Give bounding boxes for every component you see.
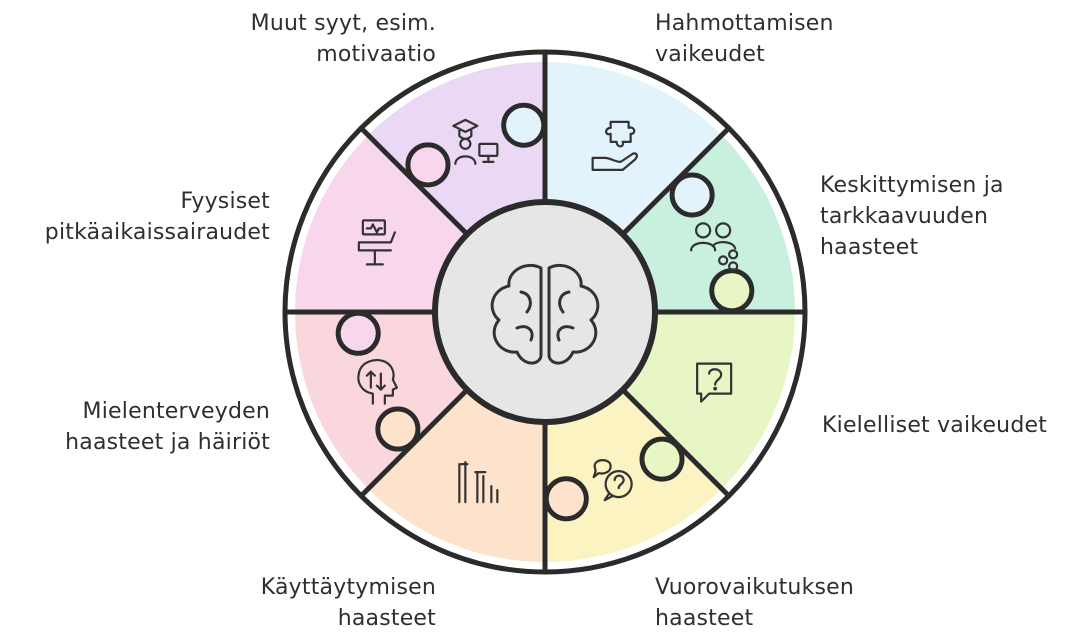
medical-bed-icon bbox=[357, 219, 396, 266]
segment-muut bbox=[368, 61, 545, 235]
puzzle-hand-icon bbox=[591, 120, 638, 171]
segment-kielelliset bbox=[622, 312, 795, 489]
question-bubble-icon bbox=[696, 362, 733, 403]
segment-fyysiset bbox=[295, 135, 468, 312]
center-hub bbox=[432, 199, 658, 425]
chat-question-icon bbox=[592, 459, 633, 502]
brain-icon bbox=[490, 263, 600, 365]
segment-mielenterveys bbox=[295, 312, 468, 489]
segment-hahmottaminen bbox=[545, 62, 722, 235]
graduate-computer-icon bbox=[452, 118, 499, 165]
bars-icon bbox=[458, 461, 499, 504]
label-kielelliset: Kielelliset vaikeudet bbox=[822, 413, 1048, 438]
label-muut: Muut syyt, esim.motivaatio bbox=[250, 11, 436, 67]
head-arrows-icon bbox=[357, 359, 398, 405]
people-connection-icon bbox=[690, 222, 739, 272]
segment-kayttaytyminen bbox=[368, 389, 545, 562]
segment-keskittyminen bbox=[622, 135, 795, 312]
segment-vuorovaikutus bbox=[545, 389, 722, 562]
